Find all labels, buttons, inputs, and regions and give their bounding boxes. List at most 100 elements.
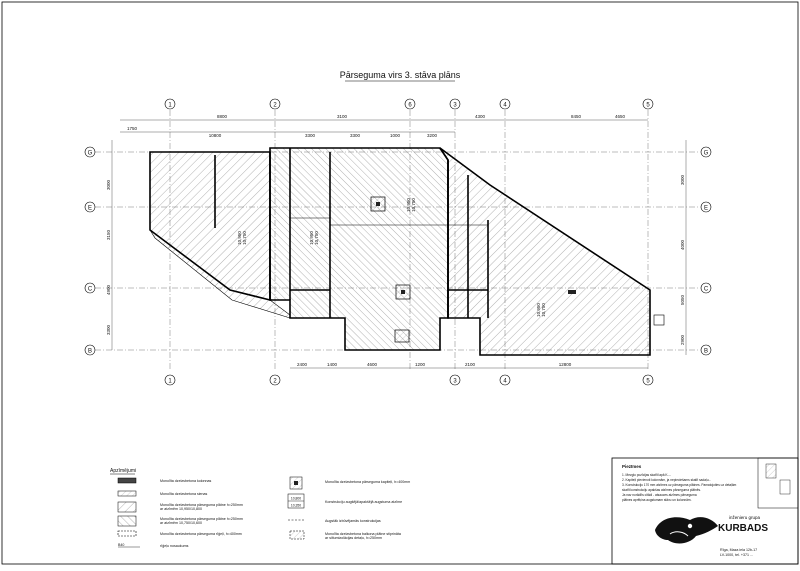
legend-item-slab-a: Monolīta dzelzsbetona pārseguma plātne h… [160,503,243,511]
svg-text:1400: 1400 [327,362,338,367]
svg-text:3000: 3000 [680,174,685,185]
axis-bubbles-bottom: 1 2 3 4 5 [164,374,654,386]
svg-text:5: 5 [646,379,650,385]
svg-text:5050: 5050 [680,294,685,305]
legend-item-walls: Monolīta dzelzsbetona sienas [160,492,208,496]
svg-text:3100: 3100 [337,114,348,119]
legend-item-slab-b: Monolīta dzelzsbetona pārseguma plātne h… [160,517,243,525]
legend-item-above: Augstāk izbūvējamās konstrukcijas [325,519,381,523]
svg-text:8450: 8450 [571,114,582,119]
svg-text:1200: 1200 [415,362,426,367]
key-plan-icon [765,463,777,479]
slab-level-label-a: 10,95010,750 [237,231,247,245]
legend-level-top: 10,800 [291,497,301,501]
legend-swatch-beams [117,530,137,537]
note-line-2: 2. Kapiteļi pievienoti kolonnām, ja nepi… [622,478,711,482]
svg-text:10800: 10800 [209,133,222,138]
company-address-2: LV-1000, tel. +371 ... [720,553,753,557]
svg-text:4900: 4900 [106,284,111,295]
svg-text:8800: 8800 [217,114,228,119]
svg-text:C: C [88,287,93,293]
kurbads-logo-icon [655,517,718,544]
slab-level-label-b: 10,95010,750 [309,231,319,245]
slab-level-label-d: 10,95010,750 [536,303,546,317]
axis-bubbles-top: 1 2 3 4 5 6 [164,98,654,110]
svg-text:4000: 4000 [680,239,685,250]
svg-text:3000: 3000 [106,179,111,190]
svg-text:6: 6 [408,103,412,109]
svg-text:1750: 1750 [127,126,138,131]
svg-text:1: 1 [168,103,172,109]
note-line-6: plātnes aprēķina augstumam stāvu un kolo… [622,498,692,502]
svg-text:4650: 4650 [615,114,626,119]
svg-text:E: E [704,206,708,212]
svg-text:B: B [704,349,708,355]
svg-text:3200: 3200 [427,133,438,138]
drawing-title: Pārseguma virs 3. stāva plāns [340,70,461,80]
title-block: inženieru grupa KURBADS Rīga, Maza iela … [611,457,799,565]
legend-heading: Apzīmējumi [110,468,136,474]
legend-swatch-slab-a [117,501,137,513]
company-tagline: inženieru grupa [729,515,761,520]
legend-level-bottom: 10,350 [291,504,301,508]
company-name: KURBADS [718,523,768,534]
slab-middle [269,147,449,351]
svg-text:E: E [88,206,92,212]
internal-walls [214,148,489,318]
svg-text:4300: 4300 [475,114,486,119]
svg-text:2900: 2900 [680,334,685,345]
svg-text:C: C [704,287,709,293]
svg-text:12800: 12800 [559,362,572,367]
axis-bubbles-right: G E C B [700,146,712,356]
legend-swatch-slab-b [117,515,137,527]
legend-item-beam-name: rīģeļu nosaukums [160,543,189,548]
svg-text:3300: 3300 [350,133,361,138]
legend-swatch-columns [117,477,137,484]
legend-swatch-walls [117,490,137,497]
legend-item-balcony: Monolīta dzelzsbetona balkona plātne sti… [325,532,401,540]
svg-text:3300: 3300 [305,133,316,138]
slab-east [439,147,651,356]
svg-text:3150: 3150 [106,229,111,240]
svg-text:4600: 4600 [367,362,378,367]
dimension-chain-left: 3000 3150 4900 3300 [106,140,113,350]
dimension-chain-right: 3000 4000 5050 2900 [680,140,687,355]
svg-text:2: 2 [273,103,277,109]
note-line-4: skatīt konstrukciju apakšas atzīmes pārs… [622,488,701,492]
note-line-1: 1. Mezglu pozīcijas skatīt lapā K-... [622,473,671,477]
svg-text:5: 5 [646,103,650,109]
legend: Apzīmējumi Monolīta dzelzsbetona kolonna… [110,468,410,548]
svg-text:B: B [88,349,92,355]
column-capitals [370,196,665,343]
dimension-chain-bottom: 2400 1400 4600 1200 2100 12800 [290,362,648,369]
svg-text:2400: 2400 [297,362,308,367]
svg-text:3: 3 [453,379,457,385]
legend-beam-tag: B40 [118,543,124,547]
legend-item-columns: Monolīta dzelzsbetona kolonnas [160,479,212,483]
svg-text:4: 4 [503,103,507,109]
legend-swatch-balcony [289,530,305,540]
svg-text:2: 2 [273,379,277,385]
svg-text:G: G [88,151,93,157]
legend-item-capitals: Monolīta dzelzsbetona pārseguma kapiteļi… [325,480,410,484]
key-plan-box [757,457,799,509]
legend-item-beams: Monolīta dzelzsbetona pārseguma rīģeļi, … [160,531,242,536]
dimension-chain-top: 8800 3100 4300 8450 4650 1750 10800 3300… [120,114,648,138]
svg-text:3: 3 [453,103,457,109]
slab-level-label-c: 10,95010,750 [406,198,416,212]
note-line-3: 3. Konstrukciju 170 mm atzīmes uz pārseg… [622,483,737,487]
svg-text:4: 4 [503,379,507,385]
svg-text:1: 1 [168,379,172,385]
notes-heading: Piezīmes [622,464,642,469]
svg-text:G: G [704,151,709,157]
svg-text:3300: 3300 [106,324,111,335]
svg-text:2100: 2100 [465,362,476,367]
note-line-5: Ja nav norādīts citādi - atsauces atzīme… [622,493,697,497]
axis-bubbles-left: G E C B [84,146,96,356]
legend-item-levels: Konstrukciju augšējā/apakšējā augstuma a… [325,500,402,504]
svg-text:1000: 1000 [390,133,401,138]
notes-block: Piezīmes 1. Mezglu pozīcijas skatīt lapā… [622,464,737,502]
